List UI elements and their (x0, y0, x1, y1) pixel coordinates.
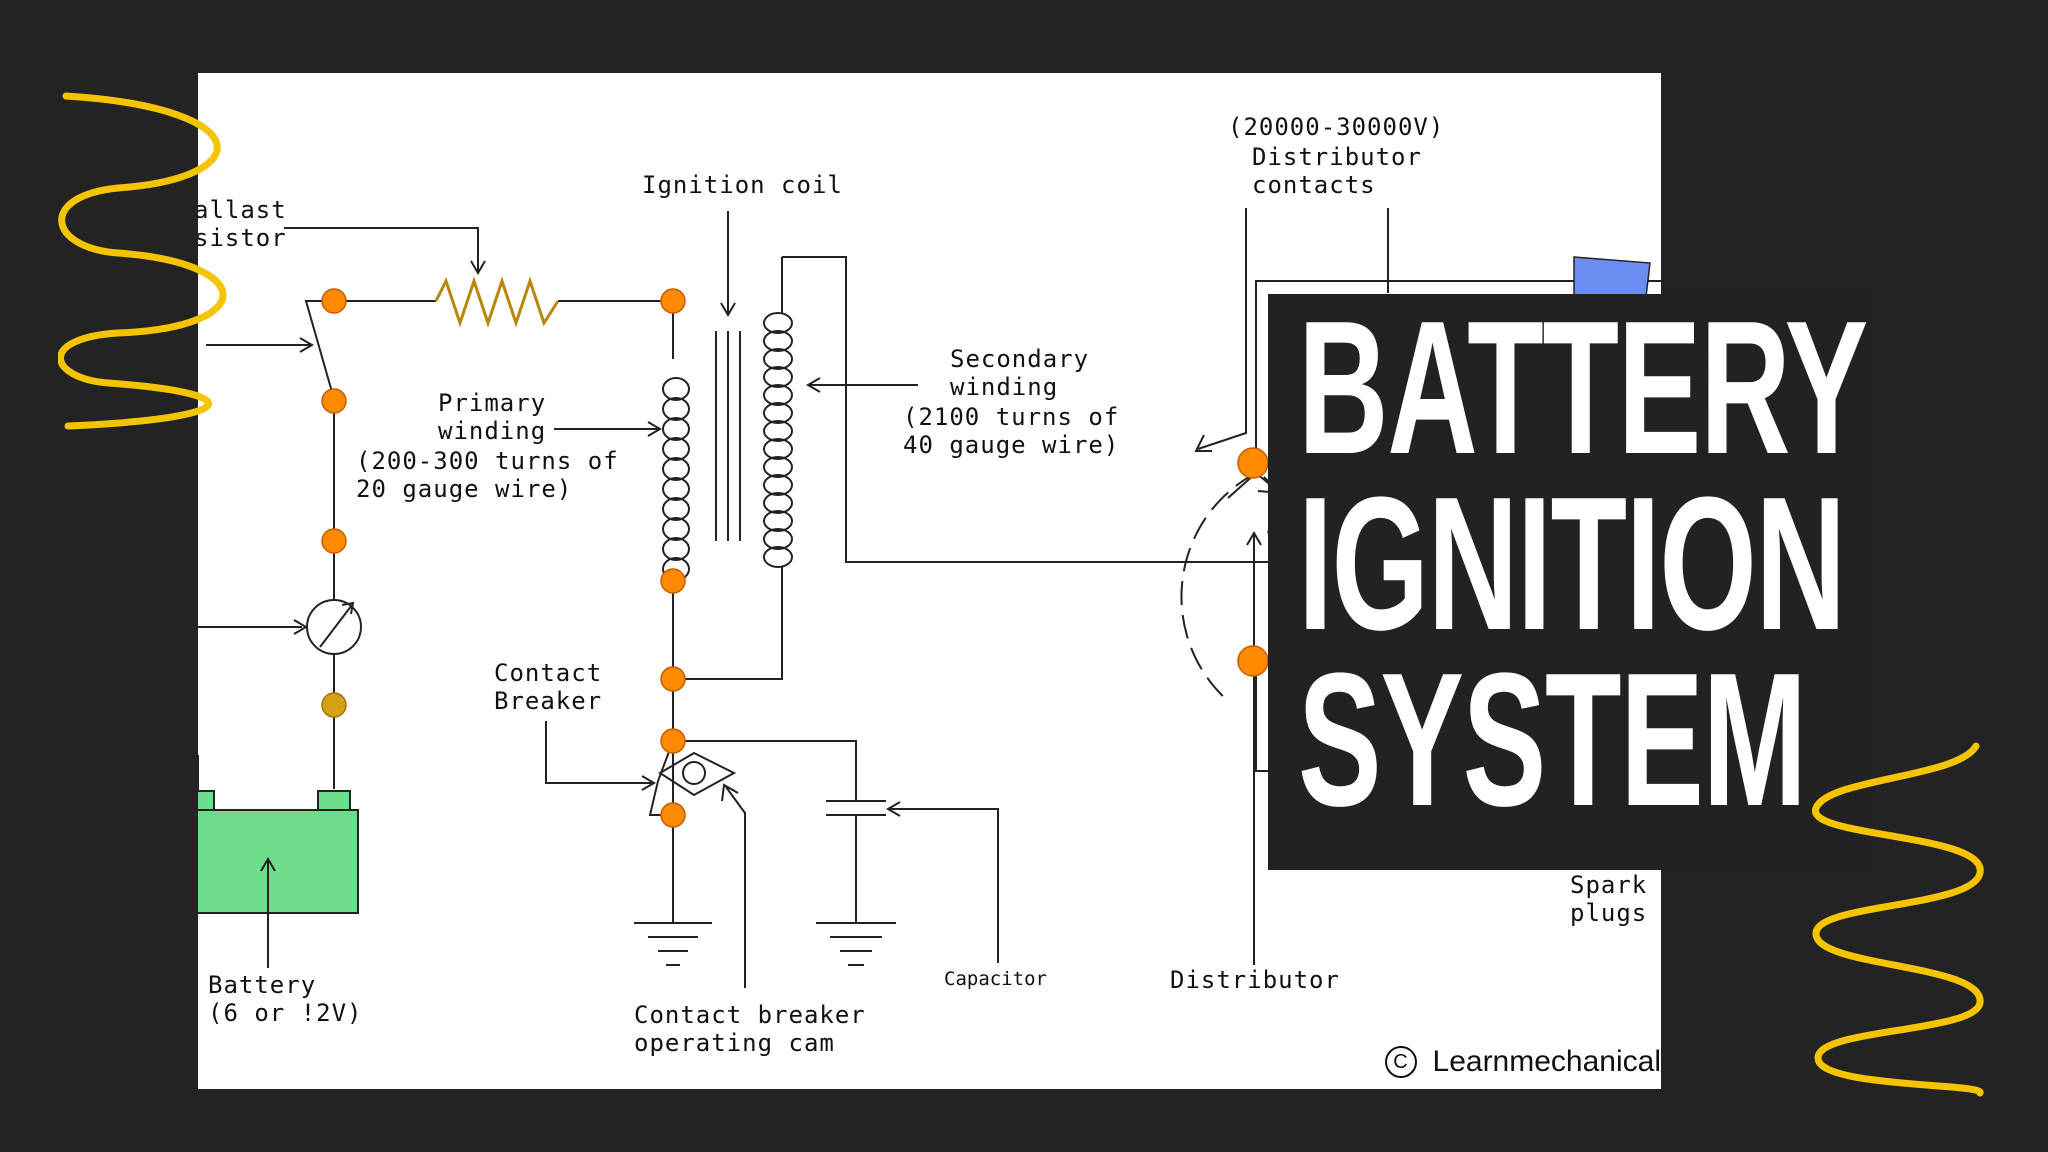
ballast-resistor-label-1: allast (198, 196, 287, 224)
capacitor (826, 800, 886, 833)
contact-breaker-leader (545, 721, 652, 784)
node-breaker-top (660, 728, 686, 754)
primary-winding (662, 377, 690, 581)
primary-winding-label-2: winding (438, 417, 546, 445)
title-line-battery: BATTERY (1298, 282, 1868, 494)
node-ammeter-bottom (321, 692, 347, 718)
cam-arrow (721, 783, 739, 802)
watermark: C Learnmechanical (1384, 1045, 1661, 1079)
spark-plugs-label-2: plugs (1570, 899, 1647, 927)
breaker-cam-center (682, 761, 706, 785)
secondary-wires (673, 257, 783, 680)
battery-terminal-neg (198, 790, 215, 811)
switch-arrow (299, 337, 314, 353)
distributor-label: Distributor (1170, 966, 1340, 994)
copyright-icon: C (1384, 1046, 1417, 1078)
ballast-resistor (434, 276, 560, 328)
node-breaker-bottom (660, 802, 686, 828)
right-squiggle-decoration (1812, 742, 1984, 1097)
cam-leader (725, 786, 746, 988)
ammeter-arrow (341, 601, 355, 615)
breaker-cam (658, 751, 737, 797)
battery-arrow (260, 857, 276, 872)
primary-winding-label-1: Primary (438, 389, 546, 417)
title-line-system: SYSTEM (1298, 634, 1807, 846)
cam-label-1: Contact breaker (634, 1001, 866, 1029)
node-coil-mid (660, 568, 686, 594)
contact-breaker-label-2: Breaker (494, 687, 602, 715)
secondary-winding-label-2: winding (950, 373, 1058, 401)
distributor-top-wire (1255, 280, 1661, 463)
battery (198, 809, 359, 914)
node-distributor-top (1237, 447, 1269, 479)
watermark-text: Learnmechanical (1432, 1045, 1661, 1078)
capacitor-label: Capacitor (944, 968, 1047, 990)
contact-breaker-label-1: Contact (494, 659, 602, 687)
node-coil-bottom (660, 666, 686, 692)
title-line-ignition: IGNITION (1298, 458, 1846, 670)
secondary-winding-label-1: Secondary (950, 345, 1089, 373)
node-ammeter-top (321, 528, 347, 554)
voltage-label: (20000-30000V) (1228, 113, 1444, 141)
ground-right (816, 833, 896, 966)
battery-terminal-pos (317, 790, 351, 811)
secondary-arrow (806, 377, 821, 393)
ignition-coil-label: Ignition coil (642, 171, 843, 199)
secondary-winding-label-3: (2100 turns of (903, 403, 1119, 431)
ballast-arrow (470, 260, 486, 275)
node-switch-top (321, 288, 347, 314)
distributor-housing (1180, 472, 1257, 702)
ammeter-needle (319, 604, 353, 648)
cam-label-2: operating cam (634, 1029, 835, 1057)
ballast-resistor-label-2: sistor (198, 224, 287, 252)
distributor-contacts-arrow (1194, 434, 1212, 452)
coil-arrow (720, 302, 736, 317)
distributor-contacts-leader (1197, 208, 1247, 450)
spark-plugs-label-1: Spark (1570, 871, 1647, 899)
ground-left (634, 913, 712, 966)
node-coil-top (660, 288, 686, 314)
ignition-switch (304, 300, 335, 400)
distributor-contacts-label-2: contacts (1252, 171, 1376, 199)
primary-arrow (647, 421, 662, 437)
ignition-circuit-diagram: allast sistor Battery (6 or !2V) Ignitio… (198, 113, 1661, 1057)
secondary-winding-label-4: 40 gauge wire) (903, 431, 1119, 459)
battery-label-2: (6 or !2V) (208, 999, 363, 1027)
title-panel: BATTERY IGNITION SYSTEM (1268, 282, 1872, 870)
ballast-leader (284, 227, 479, 271)
coil-core (715, 331, 741, 541)
left-squiggle-decoration (58, 92, 227, 430)
capacitor-top-wire (673, 740, 857, 801)
contact-breaker-arrow (641, 775, 656, 791)
distributor-contacts-label-1: Distributor (1252, 143, 1422, 171)
primary-winding-label-3: (200-300 turns of (356, 447, 619, 475)
node-distributor-bottom (1237, 645, 1269, 677)
primary-winding-label-4: 20 gauge wire) (356, 475, 572, 503)
distributor-arrow (1246, 531, 1262, 546)
ammeter-leader-arrow (293, 619, 308, 635)
capacitor-arrow (886, 801, 901, 817)
battery-label-1: Battery (208, 971, 316, 999)
capacitor-leader (890, 808, 999, 963)
node-switch-bottom (321, 388, 347, 414)
secondary-output-wire (782, 256, 1338, 563)
secondary-winding (763, 312, 793, 568)
